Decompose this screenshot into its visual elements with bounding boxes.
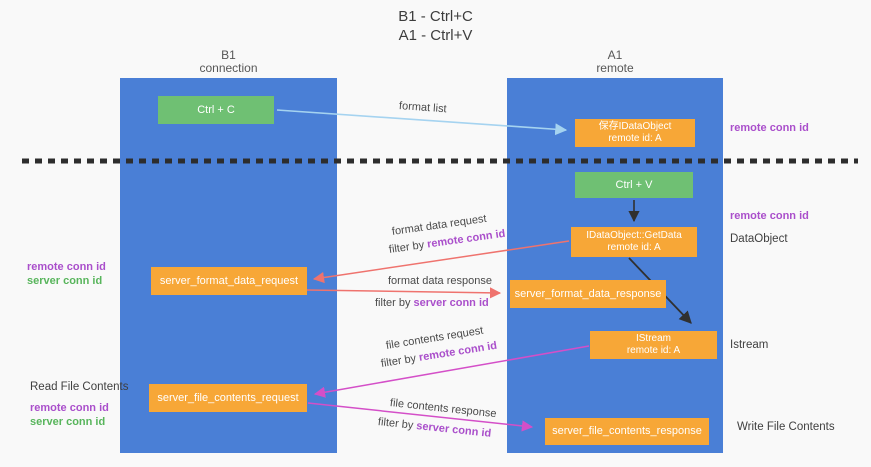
title-line-1: B1 - Ctrl+C (398, 8, 473, 25)
save-idataobject-line2: remote id: A (608, 133, 662, 144)
istream-line1: IStream (635, 333, 671, 344)
server-conn-id-left-label-1: server conn id (27, 275, 103, 287)
server-file-contents-request-node: server_file_contents_request (149, 384, 307, 412)
server-file-contents-response-label: server_file_contents_response (552, 425, 702, 437)
ctrl-c-label: Ctrl + C (197, 103, 235, 116)
remote-conn-id-right-label-2: remote conn id (730, 210, 809, 222)
column-header-a1: A1 remote (507, 49, 723, 75)
dataobject-label: DataObject (730, 233, 788, 245)
istream-node: IStream remote id: A (590, 331, 717, 359)
title-line-2: A1 - Ctrl+V (398, 27, 473, 44)
column-role-connection: connection (199, 61, 258, 75)
write-file-contents-label: Write File Contents (737, 421, 835, 433)
ctrl-v-label: Ctrl + V (615, 178, 653, 191)
filter-by-text: filter by (377, 416, 414, 432)
filter-by-server-conn-id-label-2: filter by server conn id (377, 416, 491, 440)
server-conn-id-left-label-2: server conn id (30, 416, 106, 428)
server-format-data-response-label: server_format_data_response (514, 287, 662, 300)
column-header-b1: B1 connection (120, 49, 337, 75)
getdata-node: IDataObject::GetData remote id: A (571, 227, 697, 257)
file-contents-response-label: file contents response (389, 397, 498, 421)
filter-by-text: filter by (380, 352, 417, 370)
read-file-contents-label: Read File Contents (30, 381, 129, 393)
filter-by-text: filter by (375, 297, 411, 309)
remote-conn-id-right-label-1: remote conn id (730, 122, 809, 134)
ctrl-v-node: Ctrl + V (575, 172, 693, 198)
istream-side-label: Istream (730, 339, 769, 351)
server-file-contents-response-node: server_file_contents_response (545, 418, 709, 445)
server-conn-id-text: server conn id (413, 297, 489, 309)
ctrl-c-node: Ctrl + C (158, 96, 274, 124)
filter-by-server-conn-id-label-1: filter by server conn id (375, 297, 489, 309)
format-list-label: format list (398, 100, 447, 116)
remote-conn-id-left-label-2: remote conn id (30, 402, 109, 414)
column-name-a1: A1 (607, 48, 623, 62)
save-idataobject-node: 保存IDataObject remote id: A (575, 119, 695, 147)
column-name-b1: B1 (221, 48, 236, 62)
save-idataobject-line1: 保存IDataObject (598, 121, 672, 132)
server-conn-id-text: server conn id (415, 420, 492, 440)
istream-line2: remote id: A (626, 345, 681, 356)
getdata-line1: IDataObject::GetData (586, 230, 682, 241)
remote-conn-id-left-label-1: remote conn id (27, 261, 106, 273)
column-role-remote: remote (596, 61, 634, 75)
diagram-title: B1 - Ctrl+C A1 - Ctrl+V (0, 7, 871, 45)
server-format-data-request-node: server_format_data_request (151, 267, 307, 295)
server-format-data-request-label: server_format_data_request (159, 274, 299, 287)
server-file-contents-request-label: server_file_contents_request (157, 391, 299, 404)
server-format-data-response-node: server_format_data_response (510, 280, 666, 308)
filter-by-text: filter by (388, 239, 425, 256)
getdata-line2: remote id: A (607, 242, 661, 253)
format-data-response-label: format data response (388, 275, 492, 287)
